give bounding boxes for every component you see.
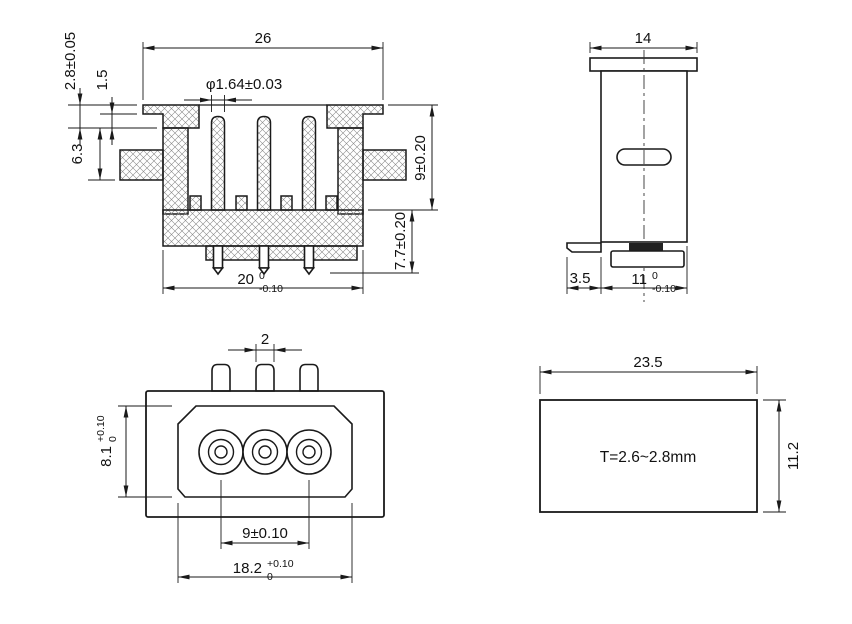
side-bottom-tab (610, 250, 685, 268)
terminal-tip (257, 267, 271, 276)
dim-body-width-tol-lower: -0.10 (259, 283, 283, 295)
dim-bottom-width: 11 (631, 271, 647, 288)
dim-cavity-width: 18.2 (233, 560, 262, 577)
wall-right (337, 127, 364, 215)
dim-pin-diameter: φ1.64±0.03 (206, 76, 282, 93)
rib (189, 195, 202, 211)
dim-cutout-width: 23.5 (633, 354, 662, 371)
dim-cavity-depth: 9±0.20 (412, 135, 429, 181)
bottom-step (205, 245, 358, 261)
dim-bottom-width-tol-upper: 0 (652, 270, 658, 282)
dim-cavity-height-tol-upper: +0.10 (95, 415, 107, 442)
dim-body-width: 20 (237, 271, 254, 288)
pin-center-face (258, 445, 272, 459)
panel-cutout-dimensions: 23.5 11.2 (539, 354, 802, 513)
ear-right (362, 149, 407, 181)
front-section-view: 26 φ1.64±0.03 2.8±0.05 1.5 (62, 30, 438, 295)
dim-bottom-width-tol-lower: -0.10 (652, 283, 676, 295)
terminal (258, 245, 270, 269)
side-view-geometry (566, 50, 698, 302)
cavity-floor (162, 209, 364, 247)
dim-pin-pitch: 9±0.10 (242, 525, 288, 542)
pin-left-face (214, 445, 228, 459)
dim-side-height: 6.3 (69, 144, 86, 165)
pin-left (210, 115, 226, 211)
dim-cavity-width-tol-upper: +0.10 (267, 558, 294, 570)
dim-foot-offset: 3.5 (570, 270, 591, 287)
dim-cavity-height: 8.1 (98, 446, 115, 467)
dim-step: 1.5 (94, 70, 111, 91)
pin-right (301, 115, 317, 211)
pin-right-face (302, 445, 316, 459)
flange-right-section (326, 104, 384, 129)
dim-pin-width: 2 (261, 331, 269, 348)
front-section-dimensions: 26 φ1.64±0.03 2.8±0.05 1.5 (62, 30, 438, 295)
dim-lower-height: 7.7±0.20 (392, 212, 409, 270)
terminal-tip (302, 267, 316, 276)
pin-center (256, 115, 272, 211)
face-view-geometry (145, 363, 385, 518)
face-view-dimensions: 2 8.1 +0.10 0 9±0.10 18.2 +0.10 0 (95, 331, 353, 583)
rib (235, 195, 248, 211)
front-section-geometry (119, 104, 407, 276)
dim-cavity-width-tol-lower: 0 (267, 571, 273, 583)
panel-thickness-label: T=2.6~2.8mm (600, 449, 697, 466)
dim-body-width-tol-upper: 0 (259, 270, 265, 282)
dim-cavity-height-tol-lower: 0 (107, 436, 119, 442)
rib (280, 195, 293, 211)
side-foot (566, 242, 602, 253)
panel-cutout-view: T=2.6~2.8mm 23.5 11.2 (539, 354, 802, 513)
side-view: 14 3.5 11 0 -0.10 (566, 30, 698, 302)
terminal (212, 245, 224, 269)
terminal (303, 245, 315, 269)
dim-flange-width: 26 (255, 30, 272, 47)
side-flange (589, 57, 698, 72)
panel-cutout-rect (539, 399, 758, 513)
stub-center (255, 363, 275, 392)
face-body (145, 390, 385, 518)
face-view: 2 8.1 +0.10 0 9±0.10 18.2 +0.10 0 (95, 331, 385, 583)
wall-left (162, 127, 189, 215)
side-latch-block (629, 243, 663, 251)
flange-left-section (142, 104, 200, 129)
rib (325, 195, 338, 211)
side-view-dimensions: 14 3.5 11 0 -0.10 (566, 30, 698, 295)
dim-cutout-height: 11.2 (785, 442, 802, 470)
dim-side-flange-width: 14 (635, 30, 652, 47)
stub-left (211, 363, 231, 392)
dim-flange-thickness: 2.8±0.05 (62, 32, 79, 90)
ear-left (119, 149, 164, 181)
stub-right (299, 363, 319, 392)
terminal-tip (211, 267, 225, 276)
